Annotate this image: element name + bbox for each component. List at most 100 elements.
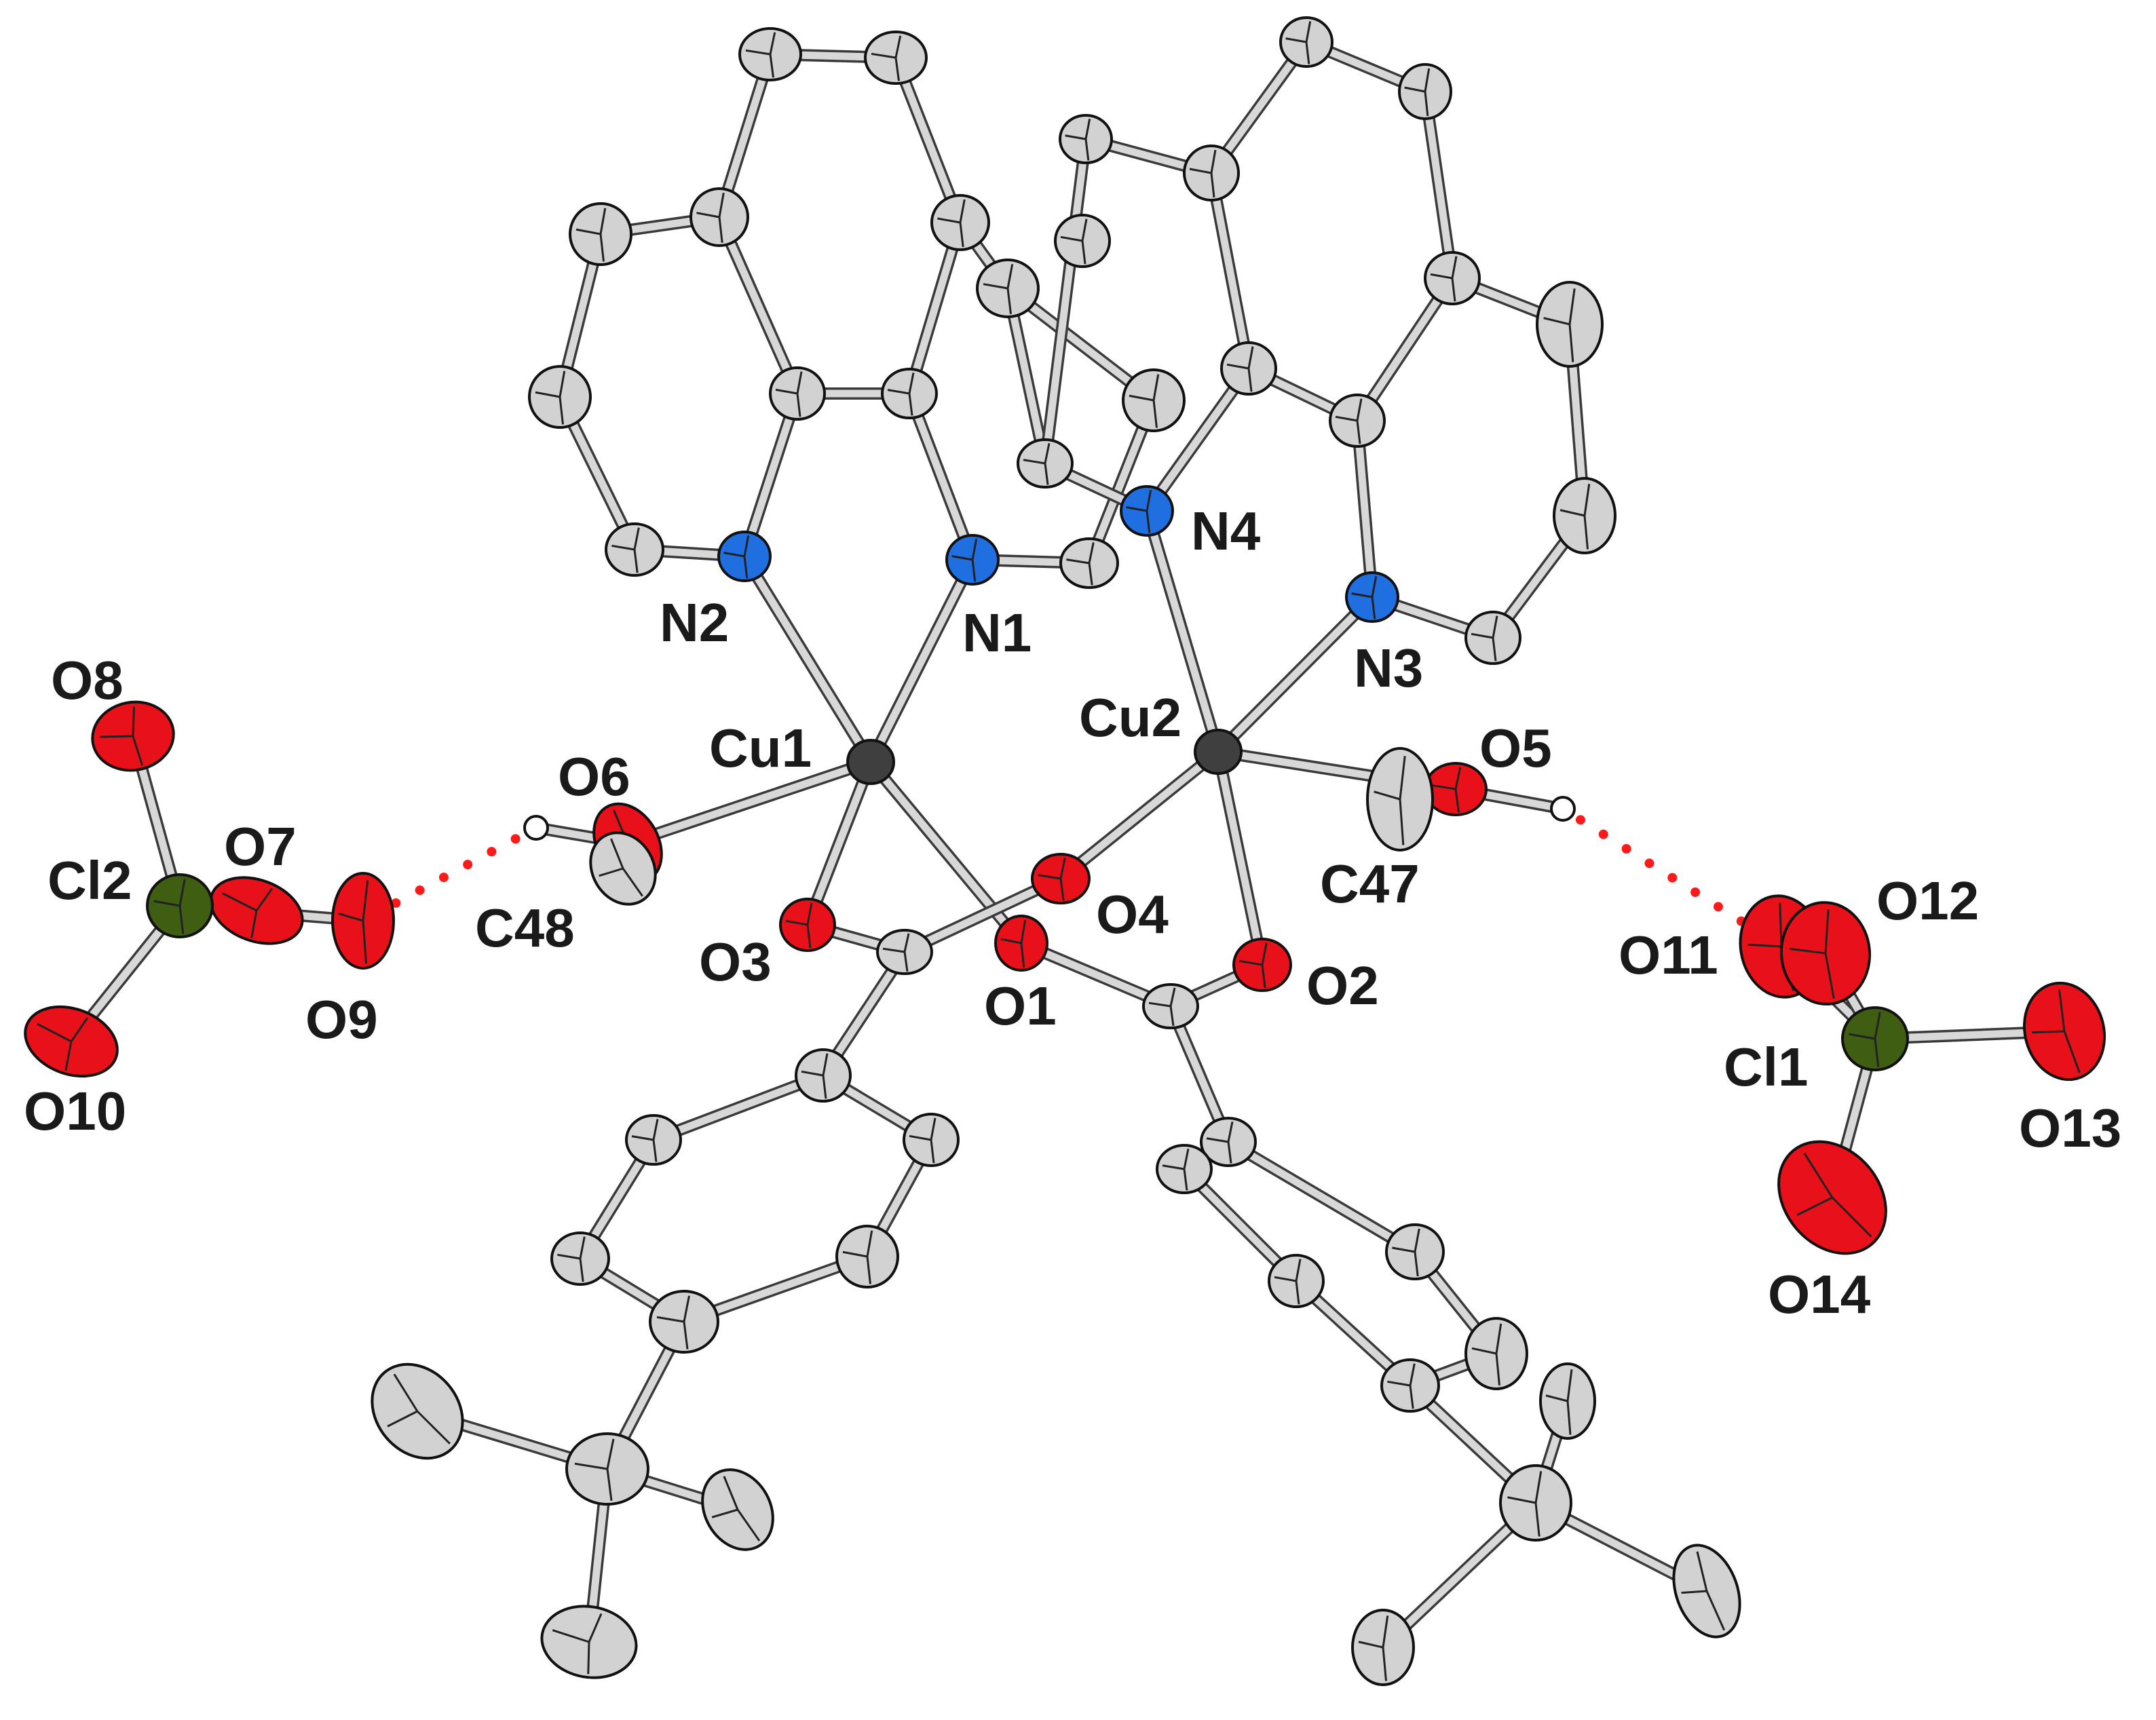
label-n2: N2 [660,592,729,653]
atom-cd9 [1351,1609,1415,1686]
atom-n2 [717,531,772,582]
atom-cb5 [1054,214,1111,268]
atom-cd2 [1156,1144,1213,1194]
atom-o3 [779,898,836,952]
atom-cb7 [1424,251,1481,305]
atom-cb14 [1464,611,1521,665]
bond-fill-ca7-n1 [905,389,977,564]
atom-o1 [994,915,1048,972]
atom-cc12 [540,1605,638,1679]
label-cl1: Cl1 [1724,1037,1809,1097]
bond-fill-ca6-n2 [740,389,801,560]
atom-ca4 [930,194,990,251]
bond-fill-cu1-o3 [803,758,875,929]
label-o3: O3 [699,932,772,992]
bond-fill-ca7-ca4 [905,218,964,398]
bond-fill-cu1-n2 [740,552,875,766]
label-c48: C48 [475,898,575,958]
label-n3: N3 [1354,638,1423,698]
bond-fill-ca3-ca6 [715,213,801,398]
atom-cd4 [1268,1254,1325,1308]
bonds-layer [65,36,2070,1654]
atom-c47 [1366,747,1434,852]
atom-cb12 [1017,438,1074,489]
atom-ca8 [528,365,592,429]
label-cu2: Cu2 [1079,687,1181,748]
bond-fill-cb3-cb7 [1421,88,1456,282]
atom-cb4 [1183,145,1240,202]
atom-ca5 [569,202,632,266]
label-o2: O2 [1306,955,1379,1016]
atom-o14 [1777,1140,1887,1255]
hydrogen-bond-o11-h5 [1573,814,1746,926]
bond-fill-cb1-cb12 [1041,135,1090,467]
label-o10: O10 [24,1081,126,1141]
atom-h5 [1550,796,1576,822]
label-n4: N4 [1191,501,1261,561]
label-o7: O7 [224,816,297,877]
atom-cb3 [1398,63,1452,120]
atom-o9 [331,872,395,970]
atom-labels: N2 N1 N4 N3 Cu1 Cu2 O6 O5 C48 C47 O3 O4 … [24,501,2121,1324]
label-o12: O12 [1876,871,1979,931]
atom-cl1 [1841,1006,1909,1071]
atom-cc11 [701,1468,774,1551]
bond-fill-cu2-o4 [1057,748,1222,883]
atom-cc10 [371,1362,464,1460]
atom-ca7 [881,368,938,419]
atom-cc9 [565,1432,649,1506]
label-o5: O5 [1479,718,1552,778]
label-cl2: Cl2 [48,850,132,911]
atom-cb2 [1279,16,1334,68]
atom-cu1 [846,739,895,785]
atom-o7 [209,876,304,945]
atom-cc8 [649,1290,719,1354]
atom-cc5 [903,1113,960,1167]
atom-cb13 [1553,477,1616,554]
bond-fill-cu2-n4 [1143,507,1222,756]
bond-fill-cu1-o6 [624,758,875,847]
label-o13: O13 [2019,1098,2121,1158]
label-o1: O1 [984,976,1057,1036]
label-o4: O4 [1096,884,1169,944]
hydrogen-bond-o9-h6 [391,831,525,908]
atom-cd8 [1499,1464,1572,1542]
atom-o8 [91,700,175,772]
atom-cc7 [835,1225,899,1288]
label-c47: C47 [1320,854,1420,914]
label-o6: O6 [558,746,630,807]
atom-cd7 [1539,1362,1596,1440]
atom-n3 [1345,571,1399,623]
atom-cu2 [1194,729,1243,775]
atom-cc4 [625,1114,682,1166]
atom-cc3 [795,1048,852,1103]
atom-cd3 [1385,1223,1445,1280]
atoms-layer [24,16,2106,1686]
bond-fill-cb9-n4 [1143,364,1253,515]
atom-cc2 [1142,983,1199,1029]
atom-o2 [1232,938,1292,992]
atom-cl2 [146,873,214,938]
atom-ca6 [769,366,826,421]
atom-cc6 [550,1231,610,1286]
atom-o13 [2022,981,2106,1082]
bond-fill-ca2-ca4 [892,54,964,227]
label-o14: O14 [1768,1264,1871,1324]
atom-cb11 [1536,281,1604,368]
atom-cd6 [1380,1358,1440,1413]
atom-o5 [1424,762,1488,816]
bond-fill-cu1-o1 [867,758,1025,947]
atom-o10 [24,1005,119,1078]
atom-c48 [589,831,657,906]
bond-fill-cd1-cd3 [1224,1138,1419,1256]
atom-n4 [1120,485,1174,537]
atom-ca2 [864,31,928,85]
atom-cd1 [1200,1117,1257,1167]
atom-cb1 [1059,114,1113,164]
atom-cc1 [876,929,933,975]
atom-n1 [945,534,1000,586]
atom-cb10 [1329,394,1386,448]
bond-fill-cu1-n1 [867,556,977,766]
atom-ca3 [689,187,749,247]
